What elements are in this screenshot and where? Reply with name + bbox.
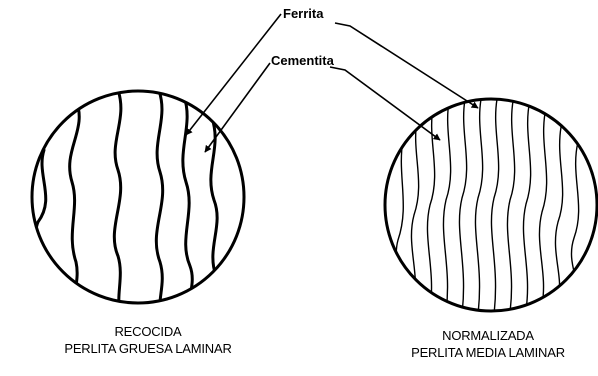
right-lamella [443, 96, 450, 312]
cementita-arrow-right [330, 67, 440, 140]
right-caption: NORMALIZADA PERLITA MEDIA LAMINAR [378, 327, 598, 361]
ferrita-arrow-left [186, 14, 281, 135]
right-lamella [491, 94, 498, 314]
label-cementita: Cementita [271, 53, 335, 68]
right-specimen [385, 94, 597, 314]
left-structure-label: PERLITA GRUESA LAMINAR [38, 340, 258, 357]
right-lamella [396, 140, 403, 300]
left-lamella [183, 96, 192, 306]
left-caption: RECOCIDA PERLITA GRUESA LAMINAR [38, 323, 258, 357]
right-lamella [507, 96, 514, 312]
left-treatment-label: RECOCIDA [38, 323, 258, 340]
left-lamella [70, 100, 80, 305]
right-structure-label: PERLITA MEDIA LAMINAR [378, 344, 598, 361]
right-treatment-label: NORMALIZADA [378, 327, 598, 344]
right-lamella [523, 100, 530, 310]
right-lamella [555, 122, 562, 298]
label-ferrita: Ferrita [283, 6, 324, 21]
right-lamella [475, 94, 482, 314]
right-lamella [459, 94, 466, 314]
left-lamella [114, 90, 121, 310]
right-lamella [539, 108, 546, 305]
leader-lines [186, 14, 478, 152]
left-lamella [156, 88, 162, 312]
left-specimen [32, 88, 244, 312]
ferrita-arrow-right [335, 23, 478, 108]
